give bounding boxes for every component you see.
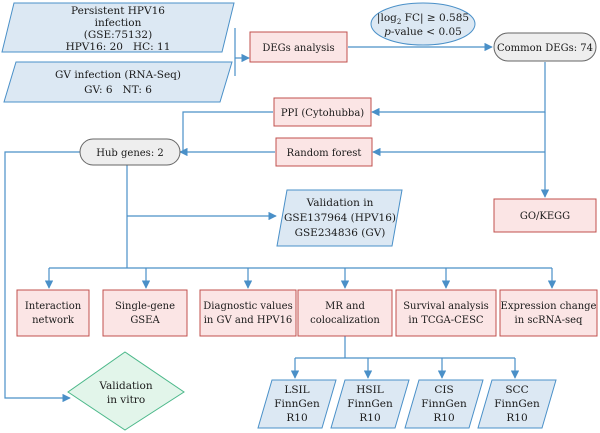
analysis-box-2: Single-gene GSEA bbox=[102, 289, 188, 337]
finngen-box-3: CIS FinnGen R10 bbox=[404, 379, 484, 429]
analysis-4-line1: MR and bbox=[325, 301, 365, 312]
finngen-1-line1: LSIL bbox=[284, 384, 309, 396]
criteria-ellipse: |log2 FC| ≥ 0.585 p-value < 0.05 bbox=[370, 2, 476, 46]
common-degs-label: Common DEGs: 74 bbox=[497, 43, 593, 54]
analysis-box-5: Survival analysis in TCGA-CESC bbox=[395, 289, 497, 337]
criteria-line2: p-value < 0.05 bbox=[384, 26, 462, 38]
analysis-1-line2: network bbox=[32, 315, 75, 326]
input-gv-line2: GV: 6 NT: 6 bbox=[84, 84, 152, 96]
finngen-2-line3: R10 bbox=[359, 412, 380, 424]
analysis-4-line2: colocalization bbox=[310, 315, 380, 326]
validation-line3: GSE234836 (GV) bbox=[295, 227, 386, 239]
analysis-box-6: Expression change in scRNA-seq bbox=[499, 289, 598, 337]
analysis-box-1: Interaction network bbox=[16, 289, 90, 337]
finngen-4-line3: R10 bbox=[506, 412, 527, 424]
invitro-line1: Validation bbox=[98, 380, 152, 392]
analysis-1-line1: Interaction bbox=[25, 301, 82, 312]
validation-line2: GSE137964 (HPV16) bbox=[284, 212, 396, 224]
finngen-3-line1: CIS bbox=[434, 384, 453, 396]
connectors bbox=[4, 28, 557, 403]
go-kegg-box: GO/KEGG bbox=[493, 198, 597, 233]
input-gv: GV infection (RNA-Seq) GV: 6 NT: 6 bbox=[3, 61, 233, 103]
finngen-box-1: LSIL FinnGen R10 bbox=[257, 379, 337, 429]
finngen-3-line2: FinnGen bbox=[421, 398, 467, 410]
degs-analysis-label: DEGs analysis bbox=[262, 43, 334, 54]
finngen-4-line2: FinnGen bbox=[494, 398, 540, 410]
input-hpv16-line3: (GSE:75132) bbox=[84, 29, 152, 41]
analysis-5-line1: Survival analysis bbox=[403, 301, 489, 312]
input-hpv16: Persistent HPV16 infection (GSE:75132) H… bbox=[1, 2, 235, 53]
criteria-line1: |log2 FC| ≥ 0.585 bbox=[377, 12, 469, 26]
ppi-label: PPI (Cytohubba) bbox=[281, 108, 364, 119]
finngen-4-line1: SCC bbox=[505, 384, 528, 396]
analysis-2-line2: GSEA bbox=[130, 315, 160, 326]
input-hpv16-line2: infection bbox=[95, 17, 142, 29]
analysis-3-line1: Diagnostic values bbox=[203, 301, 292, 312]
finngen-2-line2: FinnGen bbox=[347, 398, 393, 410]
analysis-box-3: Diagnostic values in GV and HPV16 bbox=[199, 289, 297, 337]
ppi-box: PPI (Cytohubba) bbox=[273, 97, 372, 127]
finngen-box-4: SCC FinnGen R10 bbox=[477, 379, 557, 429]
degs-analysis-box: DEGs analysis bbox=[249, 31, 348, 63]
finngen-1-line3: R10 bbox=[286, 412, 307, 424]
hub-genes-label: Hub genes: 2 bbox=[96, 148, 163, 159]
validation-line1: Validation in bbox=[306, 197, 374, 209]
connector-ppi-hub bbox=[182, 111, 273, 152]
validation-in-vitro-diamond: Validation in vitro bbox=[67, 351, 185, 431]
random-forest-box: Random forest bbox=[275, 137, 373, 167]
analysis-3-line2: in GV and HPV16 bbox=[204, 315, 293, 326]
analysis-box-4: MR and colocalization bbox=[297, 289, 393, 337]
finngen-1-line2: FinnGen bbox=[274, 398, 320, 410]
arrow-to-ppi bbox=[371, 62, 546, 117]
random-forest-label: Random forest bbox=[287, 148, 362, 159]
analysis-2-line1: Single-gene bbox=[115, 301, 175, 312]
input-hpv16-line1: Persistent HPV16 bbox=[71, 5, 165, 17]
hub-genes-box: Hub genes: 2 bbox=[79, 138, 181, 166]
analysis-6-line2: in scRNA-seq bbox=[515, 315, 583, 326]
finngen-3-line3: R10 bbox=[433, 412, 454, 424]
finngen-box-2: HSIL FinnGen R10 bbox=[330, 379, 410, 429]
input-gv-line1: GV infection (RNA-Seq) bbox=[55, 69, 181, 81]
finngen-2-line1: HSIL bbox=[356, 384, 383, 396]
go-kegg-label: GO/KEGG bbox=[520, 211, 570, 222]
common-degs-box: Common DEGs: 74 bbox=[493, 32, 597, 62]
arrow-to-invitro bbox=[4, 151, 80, 403]
invitro-line2: in vitro bbox=[107, 394, 145, 406]
analysis-5-line2: in TCGA-CESC bbox=[408, 315, 484, 326]
analysis-6-line1: Expression change bbox=[501, 301, 597, 312]
input-hpv16-line4: HPV16: 20 HC: 11 bbox=[66, 41, 171, 53]
validation-box: Validation in GSE137964 (HPV16) GSE23483… bbox=[276, 189, 403, 247]
